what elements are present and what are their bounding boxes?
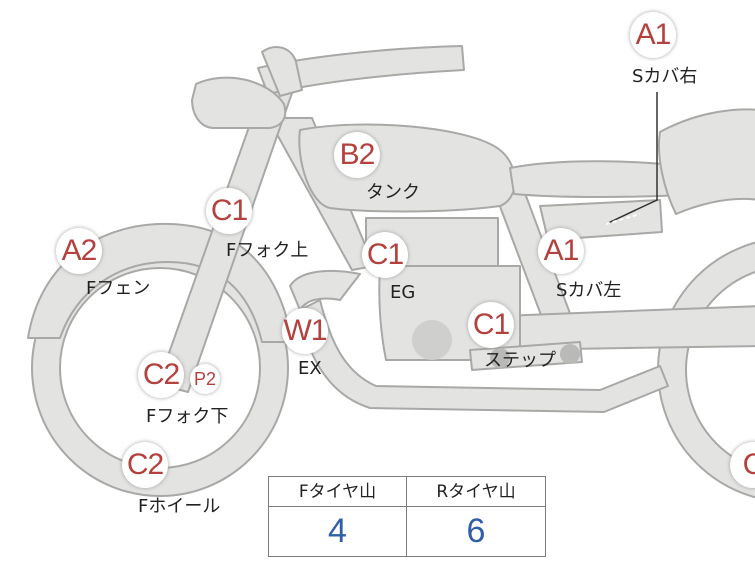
headlight (191, 76, 287, 129)
badge-a1-right-cover: A1 (630, 12, 676, 58)
badge-c1-step: C1 (468, 302, 514, 348)
badge-c2-front-wheel: C2 (122, 442, 168, 488)
label-front-wheel: Fホイール (138, 496, 221, 517)
leader-line (605, 92, 658, 225)
exhaust-upper (289, 269, 361, 311)
badge-c1-fork-upper: C1 (206, 188, 252, 234)
label-right-side-cover: Sカバ右 (632, 66, 698, 87)
value-front-tire-tread: 4 (269, 507, 407, 556)
badge-w1-exhaust: W1 (282, 308, 328, 354)
label-step: ステップ (484, 350, 556, 371)
value-rear-tire-tread: 6 (466, 512, 486, 550)
badge-p2-fork-lower: P2 (190, 364, 220, 394)
badge-b2-tank: B2 (334, 132, 380, 178)
label-front-fender: Fフェン (86, 278, 151, 299)
label-fork-lower: Fフォク下 (146, 406, 229, 427)
label-fork-upper: Fフォク上 (226, 240, 309, 261)
badge-a1-left-cover: A1 (538, 228, 584, 274)
badge-c1-engine: C1 (362, 232, 408, 278)
handlebar (257, 45, 465, 95)
label-left-side-cover: Sカバ左 (556, 280, 622, 301)
badge-c2-fork-lower: C2 (138, 352, 184, 398)
header-front-tire-tread: Fタイヤ山 (269, 477, 407, 507)
rear-fender (657, 108, 755, 215)
exhaust-pipe (299, 299, 669, 413)
label-tank: タンク (366, 182, 420, 203)
swingarm (499, 305, 755, 351)
badge-a2-front-fender: A2 (56, 228, 102, 274)
label-engine: EG (390, 282, 416, 303)
tire-tread-table: Fタイヤ山 Rタイヤ山 4 6 (268, 476, 546, 557)
label-exhaust: EX (298, 358, 322, 379)
header-rear-tire-tread: Rタイヤ山 (407, 477, 545, 507)
